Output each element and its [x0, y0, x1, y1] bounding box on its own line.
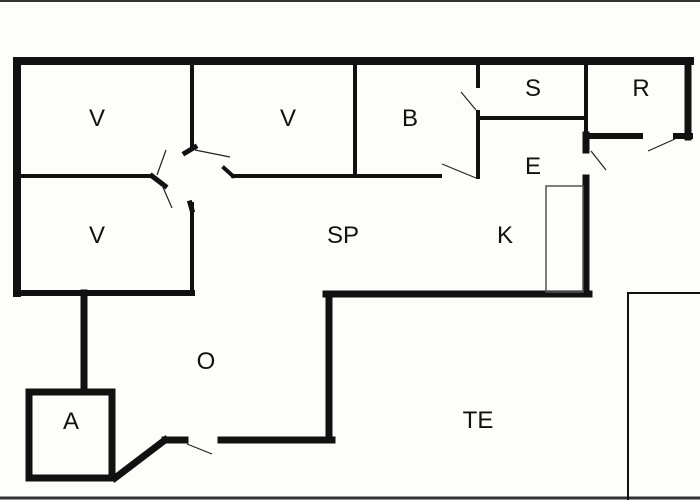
room-label-b: B: [401, 105, 419, 132]
room-label-sp: SP: [326, 222, 360, 249]
room-label-k: K: [496, 222, 514, 249]
room-label-v3: V: [88, 222, 106, 249]
room-label-r: R: [632, 75, 650, 102]
room-label-v2: V: [279, 105, 297, 132]
room-label-s: S: [524, 75, 542, 102]
room-label-e: E: [524, 153, 542, 180]
room-label-v1: V: [88, 105, 106, 132]
room-label-o: O: [196, 348, 216, 375]
room-label-te: TE: [462, 407, 494, 434]
room-label-a: A: [62, 408, 80, 435]
